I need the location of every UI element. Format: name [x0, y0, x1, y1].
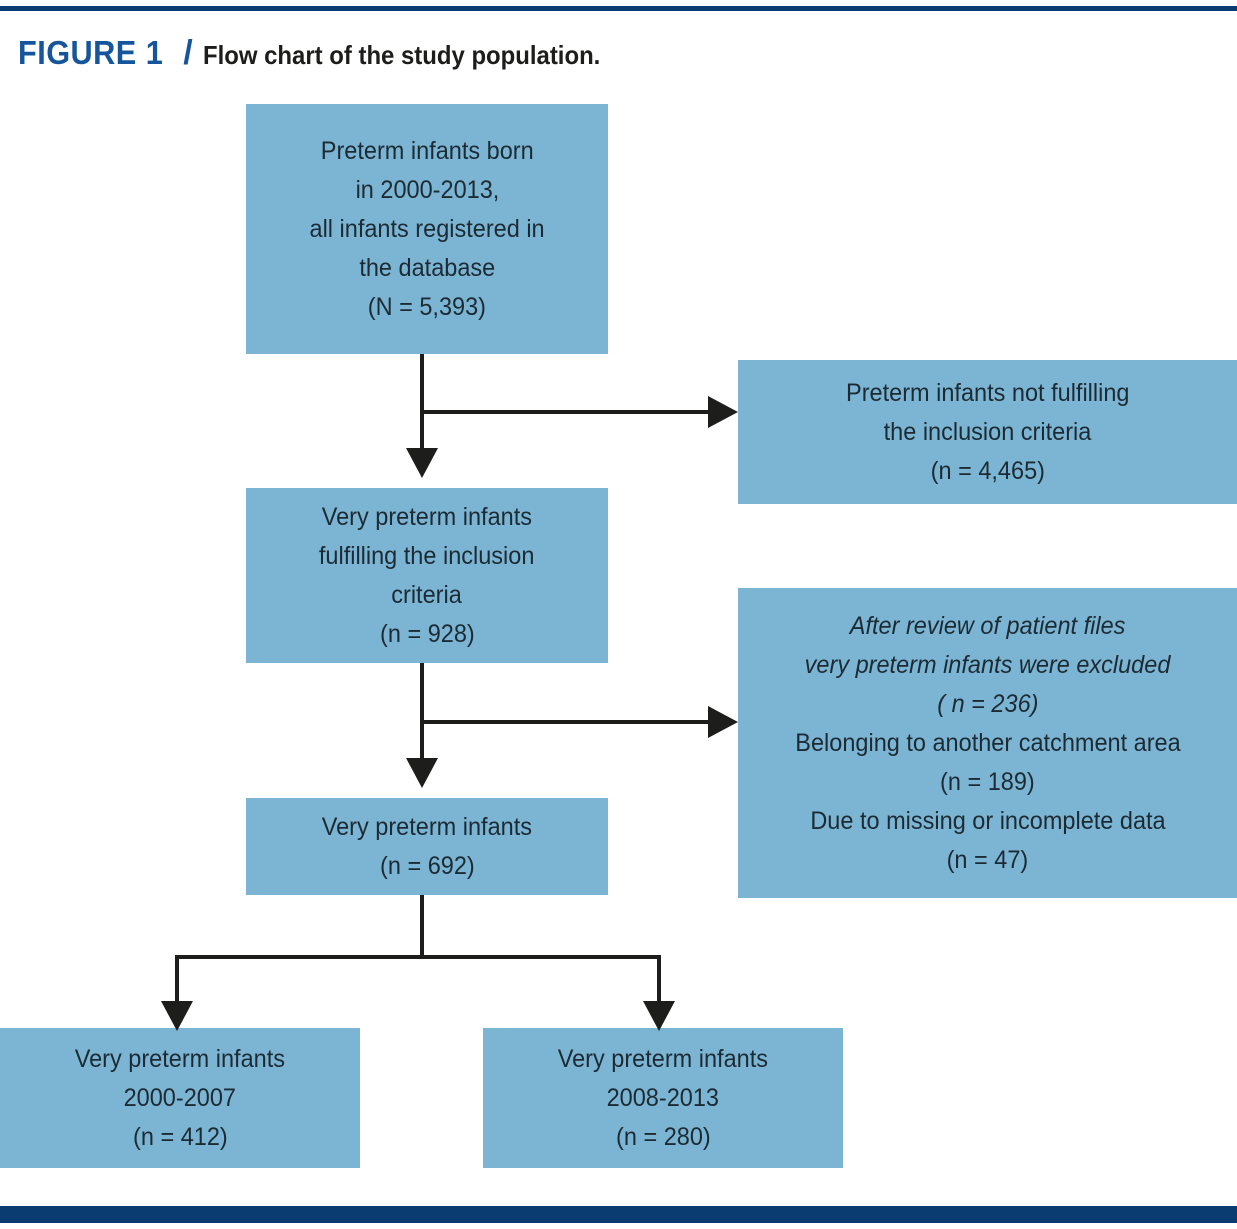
arrowhead-right-icon: [708, 396, 738, 428]
connector-split-right: [657, 955, 661, 1001]
flow-node-all-preterm: Preterm infants born in 2000-2013, all i…: [246, 104, 608, 354]
node-line: Very preterm infants: [321, 502, 533, 531]
connector-final-stem: [420, 895, 424, 959]
figure-number-label: FIGURE 1: [18, 34, 164, 71]
node-line: very preterm infants were excluded: [804, 650, 1171, 679]
node-line: Due to missing or incomplete data: [809, 806, 1166, 835]
node-count-label: (N = 5,393): [367, 292, 487, 321]
node-line: criteria: [391, 580, 463, 609]
node-line: all infants registered in: [309, 214, 545, 243]
node-count-label: (n = 189): [940, 767, 1035, 796]
node-count-label: (n = 412): [132, 1122, 228, 1151]
node-line: Preterm infants born: [320, 136, 534, 165]
flow-node-very-preterm-fulfilling: Very preterm infants fulfilling the incl…: [246, 488, 608, 663]
caption-separator: /: [183, 34, 193, 72]
bottom-rule: [0, 1206, 1237, 1223]
connector-all-preterm-to-excluded: [420, 410, 708, 414]
arrowhead-down-icon: [406, 758, 438, 788]
node-line: in 2000-2013,: [355, 175, 499, 204]
flow-node-very-preterm-final: Very preterm infants (n = 692): [246, 798, 608, 895]
arrowhead-down-icon: [406, 448, 438, 478]
arrowhead-down-icon: [643, 1001, 675, 1031]
connector-fulfilling-to-excluded-review: [420, 720, 708, 724]
node-line: fulfilling the inclusion: [319, 541, 535, 570]
flow-node-cohort-2008-2013: Very preterm infants 2008-2013 (n = 280): [483, 1028, 843, 1168]
top-rule: [0, 6, 1237, 11]
arrowhead-right-icon: [708, 706, 738, 738]
connector-fulfilling-to-final: [420, 663, 424, 758]
connector-all-preterm-to-fulfilling: [420, 354, 424, 448]
node-count-label: (n = 928): [379, 619, 475, 648]
node-count-label: ( n = 236): [936, 689, 1039, 718]
node-count-label: (n = 47): [946, 845, 1029, 874]
node-line: Very preterm infants: [74, 1044, 286, 1073]
node-line: Very preterm infants: [557, 1044, 769, 1073]
figure-caption-text: Flow chart of the study population.: [202, 40, 600, 70]
node-count-label: (n = 692): [379, 851, 475, 880]
node-line: After review of patient files: [849, 611, 1126, 640]
node-line: the database: [359, 253, 495, 282]
connector-split-bar: [175, 955, 661, 959]
figure-caption: FIGURE 1 / Flow chart of the study popul…: [18, 34, 635, 76]
arrowhead-down-icon: [161, 1001, 193, 1031]
node-count-label: (n = 4,465): [930, 456, 1045, 485]
flow-node-excluded-inclusion: Preterm infants not fulfilling the inclu…: [738, 360, 1237, 504]
node-period-label: 2000-2007: [123, 1083, 237, 1112]
node-line: Very preterm infants: [321, 812, 533, 841]
flow-node-cohort-2000-2007: Very preterm infants 2000-2007 (n = 412): [0, 1028, 360, 1168]
node-period-label: 2008-2013: [606, 1083, 720, 1112]
node-line: Preterm infants not fulfilling: [845, 378, 1130, 407]
node-count-label: (n = 280): [615, 1122, 711, 1151]
node-line: Belonging to another catchment area: [794, 728, 1181, 757]
node-line: the inclusion criteria: [883, 417, 1092, 446]
flow-node-excluded-review: After review of patient files very prete…: [738, 588, 1237, 898]
connector-split-left: [175, 955, 179, 1001]
